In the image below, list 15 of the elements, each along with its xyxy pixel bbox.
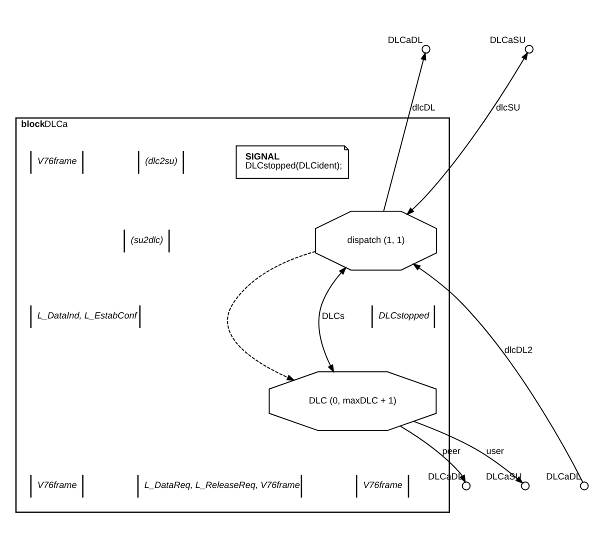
label: V76frame <box>363 480 402 490</box>
label: L_DataInd, L_EstabConf <box>37 310 137 320</box>
edge-label: dlcSU <box>496 102 520 112</box>
edge-label: dlcDL <box>412 102 436 112</box>
edge-label: DLCs <box>322 310 345 320</box>
label: (su2dlc) <box>130 234 164 244</box>
label: DLCstopped <box>378 310 430 320</box>
edge-label: user <box>486 445 504 456</box>
label: V76frame <box>37 156 77 166</box>
edge-label: dlcDL2 <box>504 344 533 355</box>
label: V76frame <box>37 480 77 490</box>
label: L_DataReq, L_ReleaseReq, V76frame <box>144 480 300 490</box>
label: (dlc2su) <box>145 156 178 166</box>
node-label: DLCaSU <box>490 34 526 44</box>
node-label: DLCaDL <box>388 34 423 44</box>
